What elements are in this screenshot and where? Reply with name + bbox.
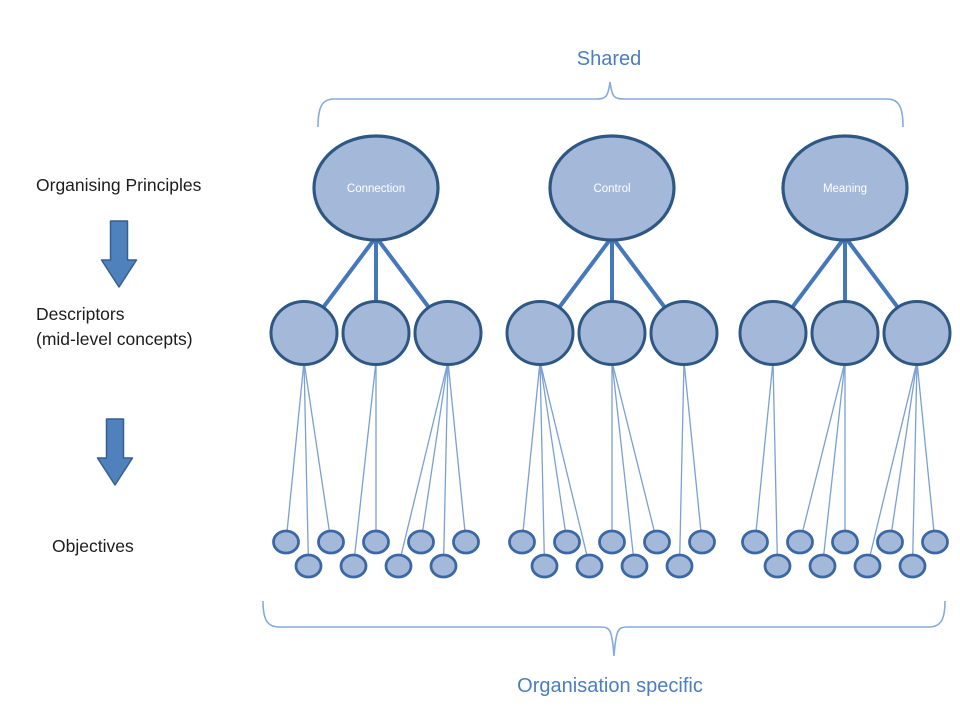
objective-node [294, 553, 323, 579]
objective-node [452, 529, 480, 555]
down-arrow-descriptors-to-objectives [96, 418, 134, 486]
organisation-specific-group-label: Organisation specific [517, 675, 703, 697]
objective-node [831, 529, 859, 555]
objective-node [898, 553, 927, 579]
objective-node [643, 529, 671, 555]
connector-thin [611, 361, 658, 543]
principle-label-meaning: Meaning [823, 183, 867, 195]
connector-thin [447, 361, 467, 543]
descriptor-node [269, 300, 339, 366]
connector-thin [772, 361, 779, 567]
objective-node [384, 553, 413, 579]
objective-node [530, 553, 559, 579]
row-label-descriptors: Descriptors [36, 304, 125, 324]
descriptor-node [882, 300, 952, 366]
connector-thin [521, 361, 541, 543]
principle-node-control [548, 134, 676, 242]
objective-node [620, 553, 649, 579]
top-brace [317, 81, 904, 128]
principle-label-connection: Connection [347, 183, 405, 195]
connector-thin [442, 361, 449, 567]
objective-node [407, 529, 435, 555]
descriptor-node [341, 300, 411, 366]
down-arrow-principles-to-descriptors [100, 220, 138, 288]
descriptor-node [649, 300, 719, 366]
objective-node [786, 529, 814, 555]
connector-thin [866, 361, 918, 567]
row-label-organising-principles: Organising Principles [36, 175, 202, 195]
objective-node [665, 553, 694, 579]
connector-thin [611, 361, 636, 567]
objective-node [429, 553, 458, 579]
shared-group-label: Shared [576, 48, 642, 70]
descriptor-node [738, 300, 808, 366]
descriptor-node [577, 300, 647, 366]
objective-node [272, 529, 300, 555]
connector-thin [916, 361, 936, 543]
connector-thin [285, 361, 305, 543]
connector-thin [754, 361, 774, 543]
connector-thin [539, 361, 546, 567]
objective-node [575, 553, 604, 579]
connector-thin [911, 361, 918, 567]
connector-thin [420, 361, 449, 543]
principle-label-control: Control [593, 183, 630, 195]
principle-node-connection [312, 134, 440, 242]
objective-node [876, 529, 904, 555]
connector-thin [352, 361, 377, 567]
objective-node [598, 529, 626, 555]
objective-node [553, 529, 581, 555]
connector-thin [539, 361, 568, 543]
bottom-brace [262, 600, 946, 657]
descriptor-node [505, 300, 575, 366]
objective-node [339, 553, 368, 579]
connector-thin [303, 361, 332, 543]
row-label-descriptors-subtitle: (mid-level concepts) [36, 329, 193, 349]
connector-thin [397, 361, 449, 567]
objective-node [853, 553, 882, 579]
objective-node [688, 529, 716, 555]
connector-thin [303, 361, 310, 567]
connector-thin [678, 361, 685, 567]
objective-node [317, 529, 345, 555]
objective-node [508, 529, 536, 555]
descriptor-node [810, 300, 880, 366]
connector-thin [539, 361, 591, 567]
row-label-objectives: Objectives [52, 536, 134, 556]
connector-thin [889, 361, 918, 543]
principle-node-meaning [781, 134, 909, 242]
objective-node [921, 529, 949, 555]
connector-thin [683, 361, 703, 543]
connector-thin [821, 361, 846, 567]
connector-thin [799, 361, 846, 543]
objective-node [808, 553, 837, 579]
objective-node [362, 529, 390, 555]
objective-node [763, 553, 792, 579]
objective-node [741, 529, 769, 555]
descriptor-node [413, 300, 483, 366]
